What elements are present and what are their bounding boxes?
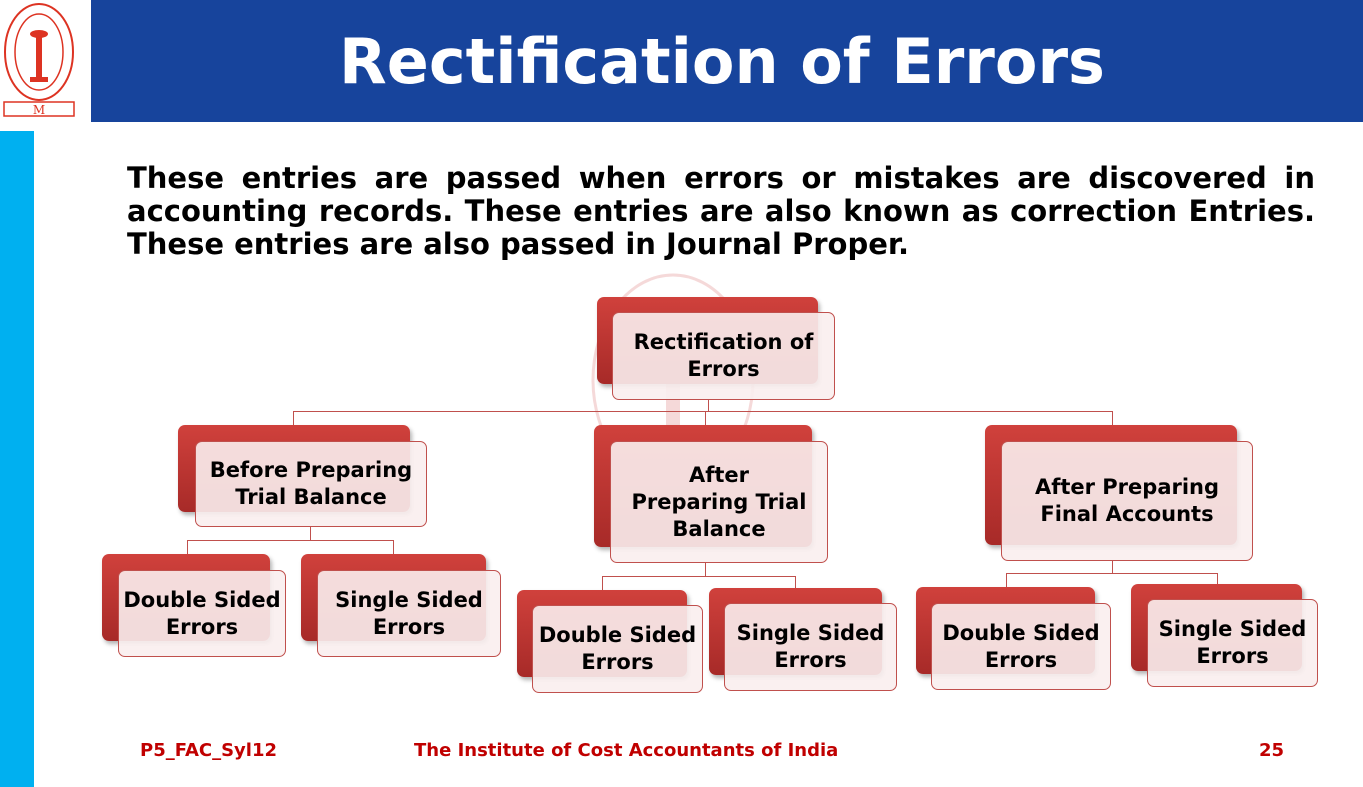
node-root: Rectification of Errors	[612, 312, 835, 400]
node-after-final-accounts: After Preparing Final Accounts	[1001, 441, 1253, 561]
connector	[1112, 561, 1113, 573]
node-before-trial-balance: Before Preparing Trial Balance	[195, 441, 427, 527]
connector	[293, 411, 1113, 412]
accent-strip	[0, 131, 34, 787]
node-after-trial-balance: After Preparing Trial Balance	[610, 441, 828, 563]
institute-logo: M	[3, 3, 75, 117]
connector	[1006, 573, 1218, 574]
slide-title: Rectification of Errors	[339, 24, 1105, 98]
node-after-fa-single: Single Sided Errors	[1147, 599, 1318, 687]
node-after-tb-single: Single Sided Errors	[724, 603, 897, 691]
connector	[705, 411, 706, 425]
connector	[187, 540, 188, 554]
connector	[602, 576, 603, 590]
connector	[1112, 411, 1113, 425]
description-text: These entries are passed when errors or …	[127, 161, 1315, 261]
connector	[602, 576, 796, 577]
title-bar: Rectification of Errors	[91, 0, 1363, 122]
connector	[293, 411, 294, 425]
connector	[705, 563, 706, 576]
svg-text:M: M	[33, 103, 45, 117]
connector	[187, 540, 394, 541]
connector	[1217, 573, 1218, 584]
page-number: 25	[1259, 740, 1285, 761]
node-after-fa-double: Double Sided Errors	[931, 603, 1111, 690]
footer-code: P5_FAC_Syl12	[140, 740, 278, 761]
node-before-tb-double: Double Sided Errors	[118, 570, 286, 657]
connector	[393, 540, 394, 554]
footer-institute: The Institute of Cost Accountants of Ind…	[414, 740, 839, 761]
connector	[310, 527, 311, 540]
node-before-tb-single: Single Sided Errors	[317, 570, 501, 657]
connector	[1006, 573, 1007, 587]
connector	[795, 576, 796, 588]
connector	[708, 400, 709, 411]
node-after-tb-double: Double Sided Errors	[532, 605, 703, 693]
